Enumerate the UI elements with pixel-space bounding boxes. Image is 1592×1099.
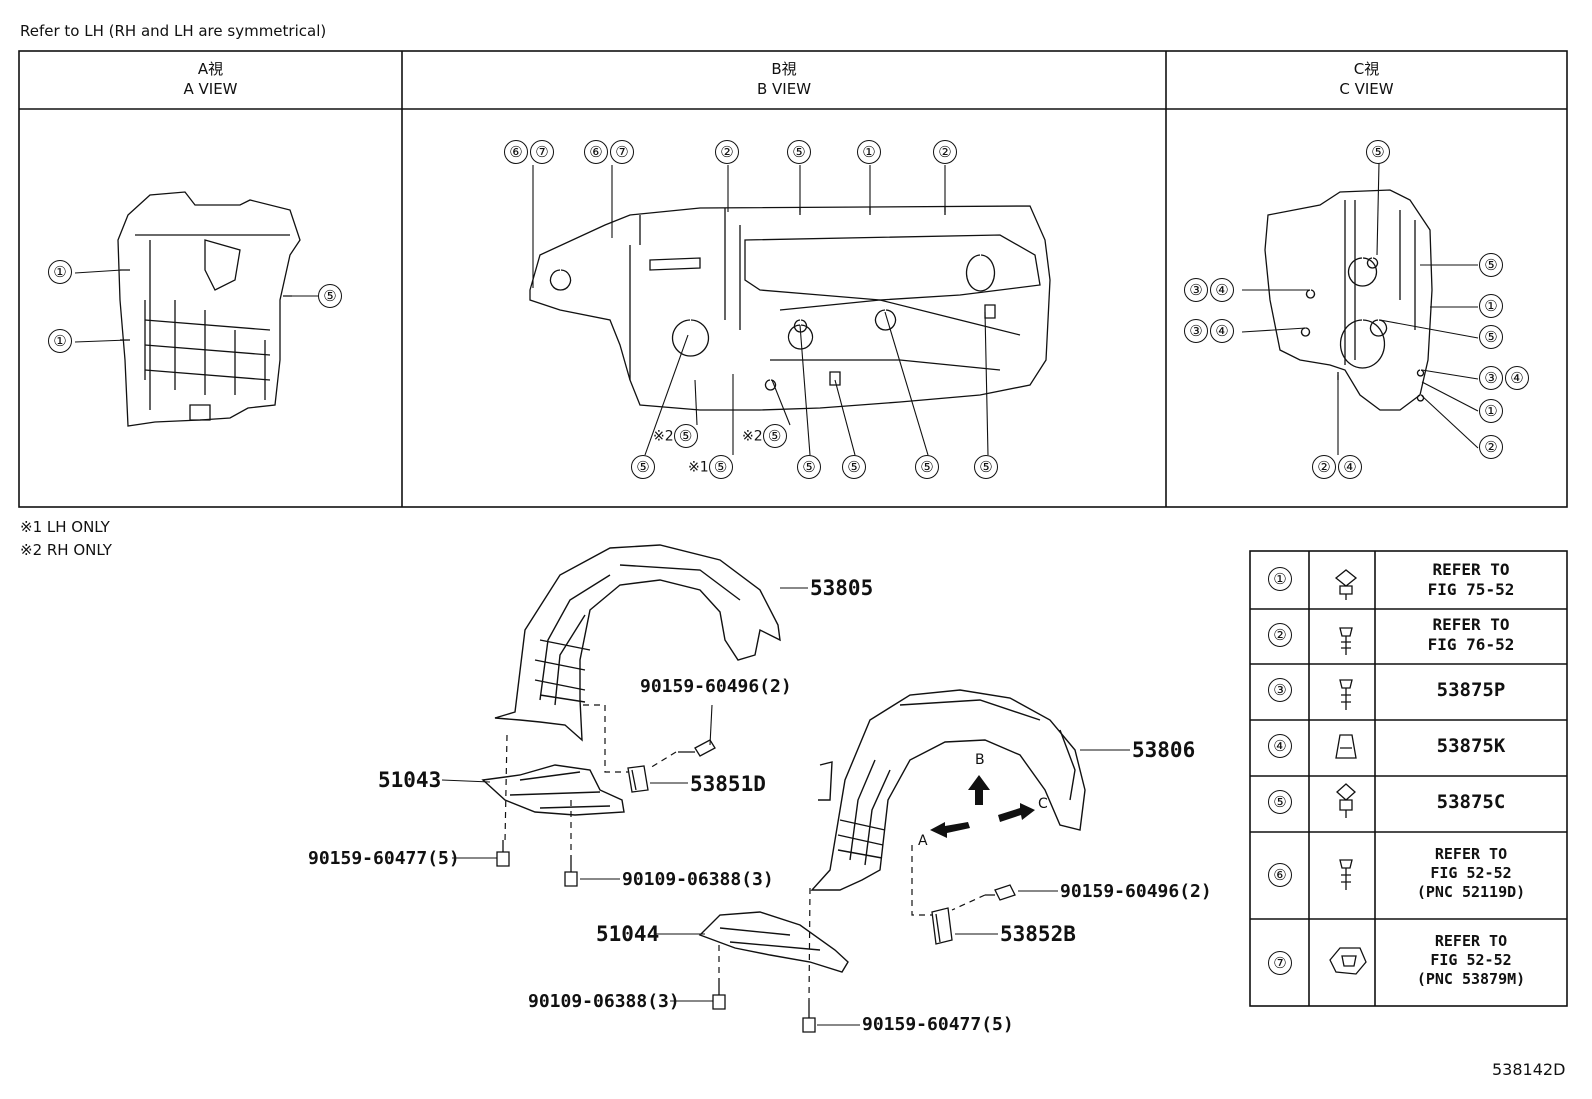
c-view-callout: ⑤	[1366, 140, 1392, 164]
footnote-rh-only: ※2 RH ONLY	[20, 541, 112, 559]
part-51044-label: 51044	[596, 922, 660, 946]
legend-row-5-code: 53875C	[1436, 791, 1506, 813]
b-view-callout: ⑤	[974, 455, 1000, 479]
header-note: Refer to LH (RH and LH are symmetrical)	[20, 22, 327, 40]
c-view-panel-drawing	[1264, 189, 1433, 411]
b-view-callout: ②	[715, 140, 741, 164]
part-51043-label: 51043	[378, 768, 442, 792]
figure-code: 538142D	[1492, 1060, 1566, 1079]
b-view-callout: ⑤	[842, 455, 868, 479]
c-view-title-en: C VIEW	[1339, 80, 1394, 98]
legend-icon-clip-5	[1336, 783, 1356, 818]
footnote-lh-only: ※1 LH ONLY	[20, 518, 110, 536]
liner-53805-drawing	[494, 544, 781, 742]
bolt-06388-right-label: 90109-06388(3)	[528, 991, 680, 1012]
a-view-callout: ⑤	[318, 284, 344, 308]
part-53852b-label: 53852B	[1000, 922, 1076, 946]
a-view-panel-drawing	[117, 191, 301, 427]
c-view-header: C視 C VIEW	[1166, 59, 1567, 99]
b-view-callout: ⑤	[797, 455, 823, 479]
legend-row-3-code: 53875P	[1436, 679, 1506, 701]
bolt-drawings	[496, 739, 1016, 1033]
legend-row-5-number: ⑤	[1268, 790, 1294, 814]
b-view-callout: ⑤	[787, 140, 813, 164]
legend-row-1-number: ①	[1268, 567, 1294, 591]
cover-51043-drawing	[481, 764, 625, 816]
legend-row-6-number: ⑥	[1268, 863, 1294, 887]
bolt-60477-left-label: 90159-60477(5)	[308, 848, 460, 869]
legend-row-6-ref: REFER TO FIG 52-52 (PNC 52119D)	[1416, 845, 1526, 901]
legend-icon-clip-nut-7	[1329, 947, 1367, 975]
legend-icon-screw-3	[1339, 679, 1353, 710]
clip-53852b-drawing	[931, 907, 953, 945]
liner-53806-drawing	[810, 689, 1086, 891]
b-view-callout: ①	[857, 140, 883, 164]
b-view-title-en: B VIEW	[756, 80, 812, 98]
bolt-60496-left-label: 90159-60496(2)	[640, 676, 792, 697]
legend-row-2-number: ②	[1268, 623, 1294, 647]
legend-icon-nut-4	[1335, 734, 1357, 759]
c-view-callout: ①	[1479, 294, 1505, 318]
bolt-06388-left-label: 90109-06388(3)	[622, 869, 774, 890]
a-view-title-en: A VIEW	[183, 80, 238, 98]
legend-icon-clip-1	[1334, 569, 1358, 600]
a-view-callout: ①	[48, 260, 74, 284]
b-view-callout: ⑤	[915, 455, 941, 479]
clip-53851d-drawing	[627, 765, 649, 793]
a-view-callout: ①	[48, 329, 74, 353]
b-view-callout: ⑤	[631, 455, 657, 479]
c-view-title-jp: C視	[1353, 60, 1380, 78]
part-53851d-label: 53851D	[690, 772, 766, 796]
a-view-title-jp: A視	[197, 60, 224, 78]
view-table-border	[18, 50, 1568, 508]
direction-arrows	[930, 775, 1035, 838]
b-view-panel-drawing	[529, 205, 1051, 411]
legend-row-3-number: ③	[1268, 678, 1294, 702]
direction-label-a: A	[918, 833, 928, 849]
legend-icon-screw-2	[1339, 627, 1353, 655]
c-view-callout: ⑤	[1479, 253, 1505, 277]
legend-row-2-ref: REFER TO FIG 76-52	[1427, 615, 1515, 654]
legend-row-4-number: ④	[1268, 734, 1294, 758]
legend-row-1-ref: REFER TO FIG 75-52	[1427, 560, 1515, 599]
legend-row-7-ref: REFER TO FIG 52-52 (PNC 53879M)	[1416, 932, 1526, 988]
bolt-60477-right-label: 90159-60477(5)	[862, 1014, 1014, 1035]
part-53805-label: 53805	[810, 576, 874, 600]
legend-row-7-number: ⑦	[1268, 951, 1294, 975]
legend-table-border	[1249, 550, 1568, 1007]
legend-row-4-code: 53875K	[1436, 735, 1506, 757]
cover-51044-drawing	[698, 911, 849, 973]
c-view-callout: ⑤	[1479, 325, 1505, 349]
c-view-callout: ②	[1479, 435, 1505, 459]
direction-label-b: B	[975, 752, 985, 768]
legend-icon-screw-6	[1339, 859, 1353, 890]
b-view-callout: ②	[933, 140, 959, 164]
b-view-title-jp: B視	[771, 60, 797, 78]
direction-label-c: C	[1038, 796, 1048, 812]
b-view-header: B視 B VIEW	[402, 59, 1166, 99]
c-view-callout: ①	[1479, 399, 1505, 423]
bolt-60496-right-label: 90159-60496(2)	[1060, 881, 1212, 902]
part-53806-label: 53806	[1132, 738, 1196, 762]
a-view-header: A視 A VIEW	[19, 59, 402, 99]
fastener-legend: ① REFER TO FIG 75-52 ② REFER TO FIG 76-5…	[1250, 551, 1567, 1006]
